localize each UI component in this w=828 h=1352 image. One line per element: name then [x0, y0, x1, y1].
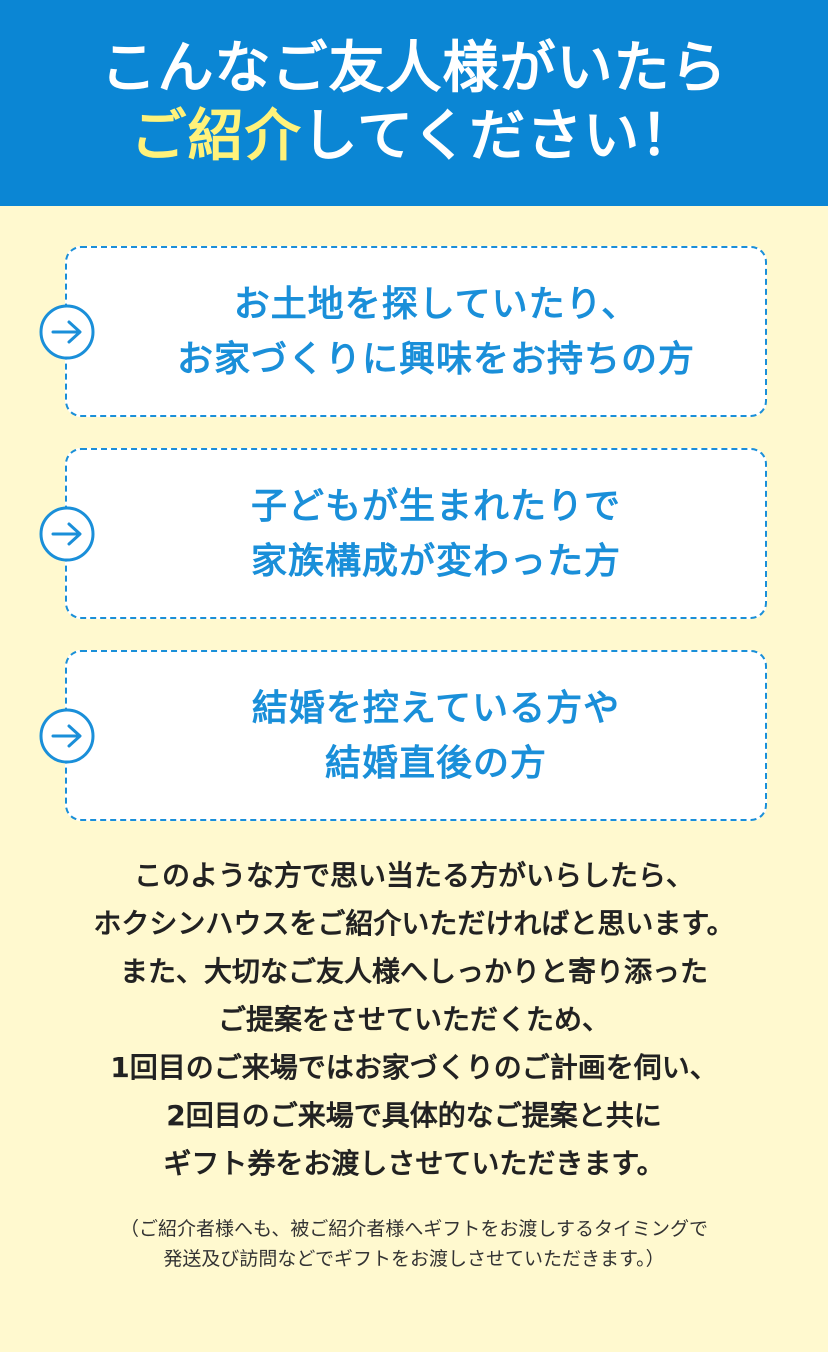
body-line: また、大切なご友人様へしっかりと寄り添った	[119, 955, 708, 988]
header-title-line2: ご紹介してください！	[131, 103, 698, 171]
card-line1: 結婚を控えている方や	[251, 687, 621, 729]
explanation-text: このような方で思い当たる方がいらしたら、 ホクシンハウスをご紹介いただければと思…	[0, 852, 828, 1188]
body-line: ご提案をさせていただくため、	[217, 1003, 610, 1036]
target-card-family: 子どもが生まれたりで 家族構成が変わった方	[39, 448, 767, 619]
card-line1: お土地を探していたり、	[233, 283, 639, 325]
target-card-land: お土地を探していたり、 お家づくりに興味をお持ちの方	[39, 246, 767, 417]
body-line: このような方で思い当たる方がいらしたら、	[133, 859, 694, 892]
body-line: 1回目のご来場ではお家づくりのご計画を伺い、	[110, 1051, 718, 1084]
header-banner: こんなご友人様がいたら ご紹介してください！	[0, 0, 828, 206]
body-line: 2回目のご来場で具体的なご提案と共に	[166, 1099, 662, 1132]
note-line: 発送及び訪問などでギフトをお渡しさせていただきます。）	[163, 1248, 665, 1270]
card-line2: 家族構成が変わった方	[250, 540, 621, 582]
header-rest-text: してください！	[301, 104, 698, 169]
card-line2: お家づくりに興味をお持ちの方	[176, 338, 695, 380]
arrow-right-circle-icon	[39, 304, 95, 359]
header-highlight-text: ご紹介	[130, 104, 302, 169]
arrow-right-circle-icon	[39, 506, 95, 561]
card-line2: 結婚直後の方	[324, 742, 547, 784]
header-title-line1: こんなご友人様がいたら	[100, 36, 728, 101]
target-list: お土地を探していたり、 お家づくりに興味をお持ちの方 子どもが生まれたりで 家族…	[0, 206, 828, 821]
arrow-right-circle-icon	[39, 708, 95, 763]
footnote: （ご紹介者様へも、被ご紹介者様へギフトをお渡しするタイミングで 発送及び訪問など…	[0, 1214, 828, 1274]
note-line: （ご紹介者様へも、被ご紹介者様へギフトをお渡しするタイミングで	[119, 1218, 709, 1240]
card-line1: 子どもが生まれたりで	[250, 485, 621, 527]
target-card-marriage: 結婚を控えている方や 結婚直後の方	[39, 650, 767, 821]
body-line: ギフト券をお渡しさせていただきます。	[163, 1147, 665, 1180]
body-line: ホクシンハウスをご紹介いただければと思います。	[93, 907, 735, 940]
